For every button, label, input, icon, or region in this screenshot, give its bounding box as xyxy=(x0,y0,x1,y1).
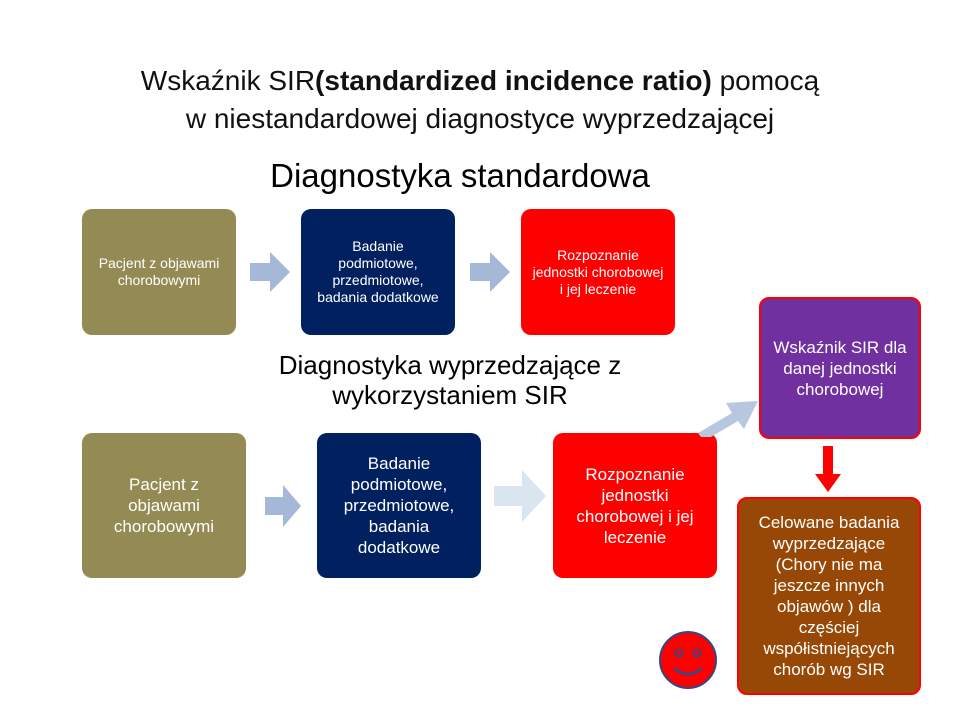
title-line1-suffix: pomocą xyxy=(711,65,820,96)
title-bold: (standardized incidence ratio) xyxy=(315,65,712,96)
diagonal-arrow-icon xyxy=(698,401,758,437)
standard-heading: Diagnostyka standardowa xyxy=(270,157,650,194)
std-examination-text: Badanie podmiotowe, przedmiotowe, badani… xyxy=(317,238,439,305)
pred-patient-box: Pacjent z objawami chorobowymi xyxy=(82,433,246,578)
pred-diagnosis-text: Rozpoznanie jednostki chorobowej i jej l… xyxy=(576,464,694,547)
pred-examination-box: Badanie podmiotowe, przedmiotowe, badani… xyxy=(317,433,481,578)
title-prefix: Wskaźnik SIR xyxy=(140,65,316,96)
pred-arrow-2-icon xyxy=(494,470,546,522)
predictive-heading-line2: wykorzystaniem SIR xyxy=(332,380,568,410)
targeted-tests-text: Celowane badania wyprzedzające (Chory ni… xyxy=(758,513,900,679)
std-arrow-2-icon xyxy=(470,252,510,292)
pred-examination-text: Badanie podmiotowe, przedmiotowe, badani… xyxy=(343,454,455,557)
pred-arrow-1-icon xyxy=(265,485,301,527)
std-examination-box: Badanie podmiotowe, przedmiotowe, badani… xyxy=(301,209,455,335)
red-down-arrow-icon xyxy=(815,446,841,492)
std-diagnosis-box: Rozpoznanie jednostki chorobowej i jej l… xyxy=(521,209,675,335)
smiley-face-icon xyxy=(659,631,717,689)
slide-title: Wskaźnik SIR(standardized incidence rati… xyxy=(40,62,920,138)
predictive-heading-line1: Diagnostyka wyprzedzające z xyxy=(278,350,622,380)
sir-indicator-box: Wskaźnik SIR dla danej jednostki chorobo… xyxy=(759,297,921,439)
std-diagnosis-text: Rozpoznanie jednostki chorobowej i jej l… xyxy=(532,246,664,297)
predictive-heading: Diagnostyka wyprzedzające z wykorzystani… xyxy=(210,350,690,410)
std-patient-text: Pacjent z objawami chorobowymi xyxy=(98,255,220,288)
pred-patient-text: Pacjent z objawami chorobowymi xyxy=(113,475,215,536)
targeted-tests-box: Celowane badania wyprzedzające (Chory ni… xyxy=(737,497,921,695)
std-arrow-1-icon xyxy=(250,252,290,292)
std-patient-box: Pacjent z objawami chorobowymi xyxy=(82,209,236,335)
sir-indicator-text: Wskaźnik SIR dla danej jednostki chorobo… xyxy=(773,337,907,399)
pred-diagnosis-box: Rozpoznanie jednostki chorobowej i jej l… xyxy=(553,433,717,578)
title-line2: w niestandardowej diagnostyce wyprzedzaj… xyxy=(185,103,775,134)
